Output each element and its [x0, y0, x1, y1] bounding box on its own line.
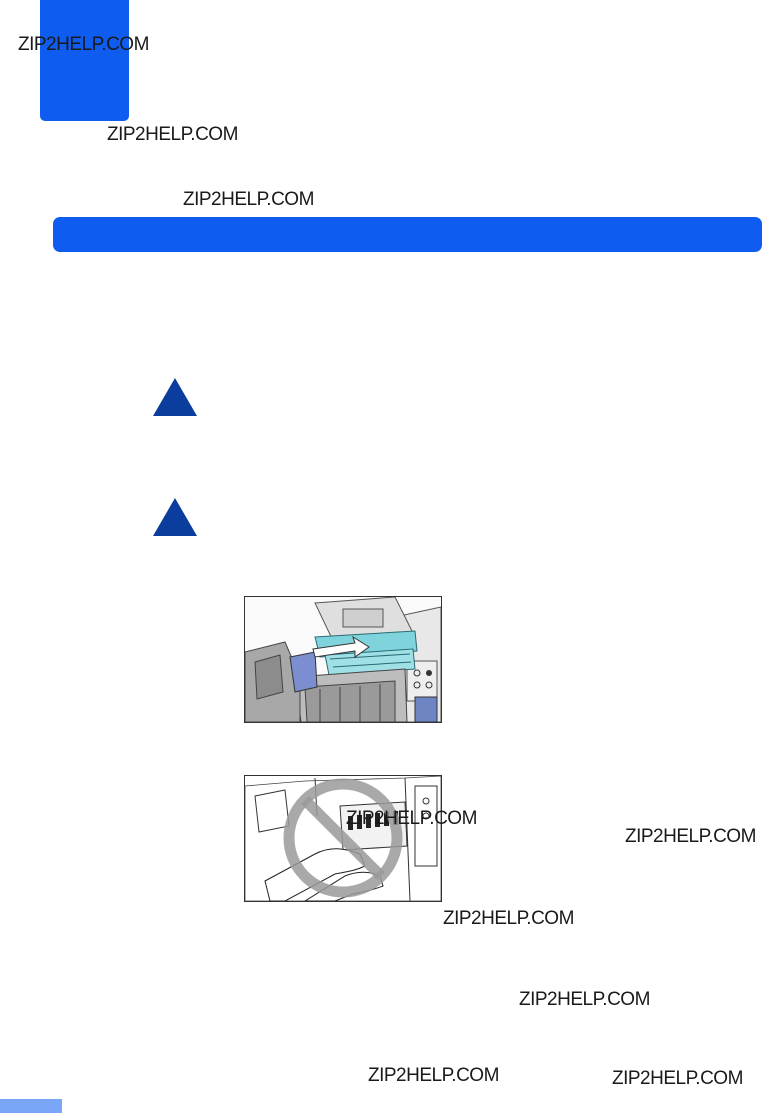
chapter-tab [40, 0, 129, 121]
watermark-text: ZIP2HELP.COM [625, 826, 756, 847]
watermark-text: ZIP2HELP.COM [368, 1065, 499, 1086]
watermark-text: ZIP2HELP.COM [346, 808, 477, 829]
warning-triangle-icon [153, 378, 197, 416]
printer-open-illustration [244, 596, 442, 723]
watermark-text: ZIP2HELP.COM [183, 189, 314, 210]
warning-triangle-icon [153, 498, 197, 536]
watermark-text: ZIP2HELP.COM [107, 124, 238, 145]
watermark-text: ZIP2HELP.COM [519, 989, 650, 1010]
do-not-touch-illustration [244, 775, 442, 902]
watermark-text: ZIP2HELP.COM [612, 1068, 743, 1089]
section-header-bar [53, 217, 762, 252]
watermark-text: ZIP2HELP.COM [18, 34, 149, 55]
watermark-text: ZIP2HELP.COM [443, 908, 574, 929]
page-corner-tab [0, 1099, 62, 1113]
